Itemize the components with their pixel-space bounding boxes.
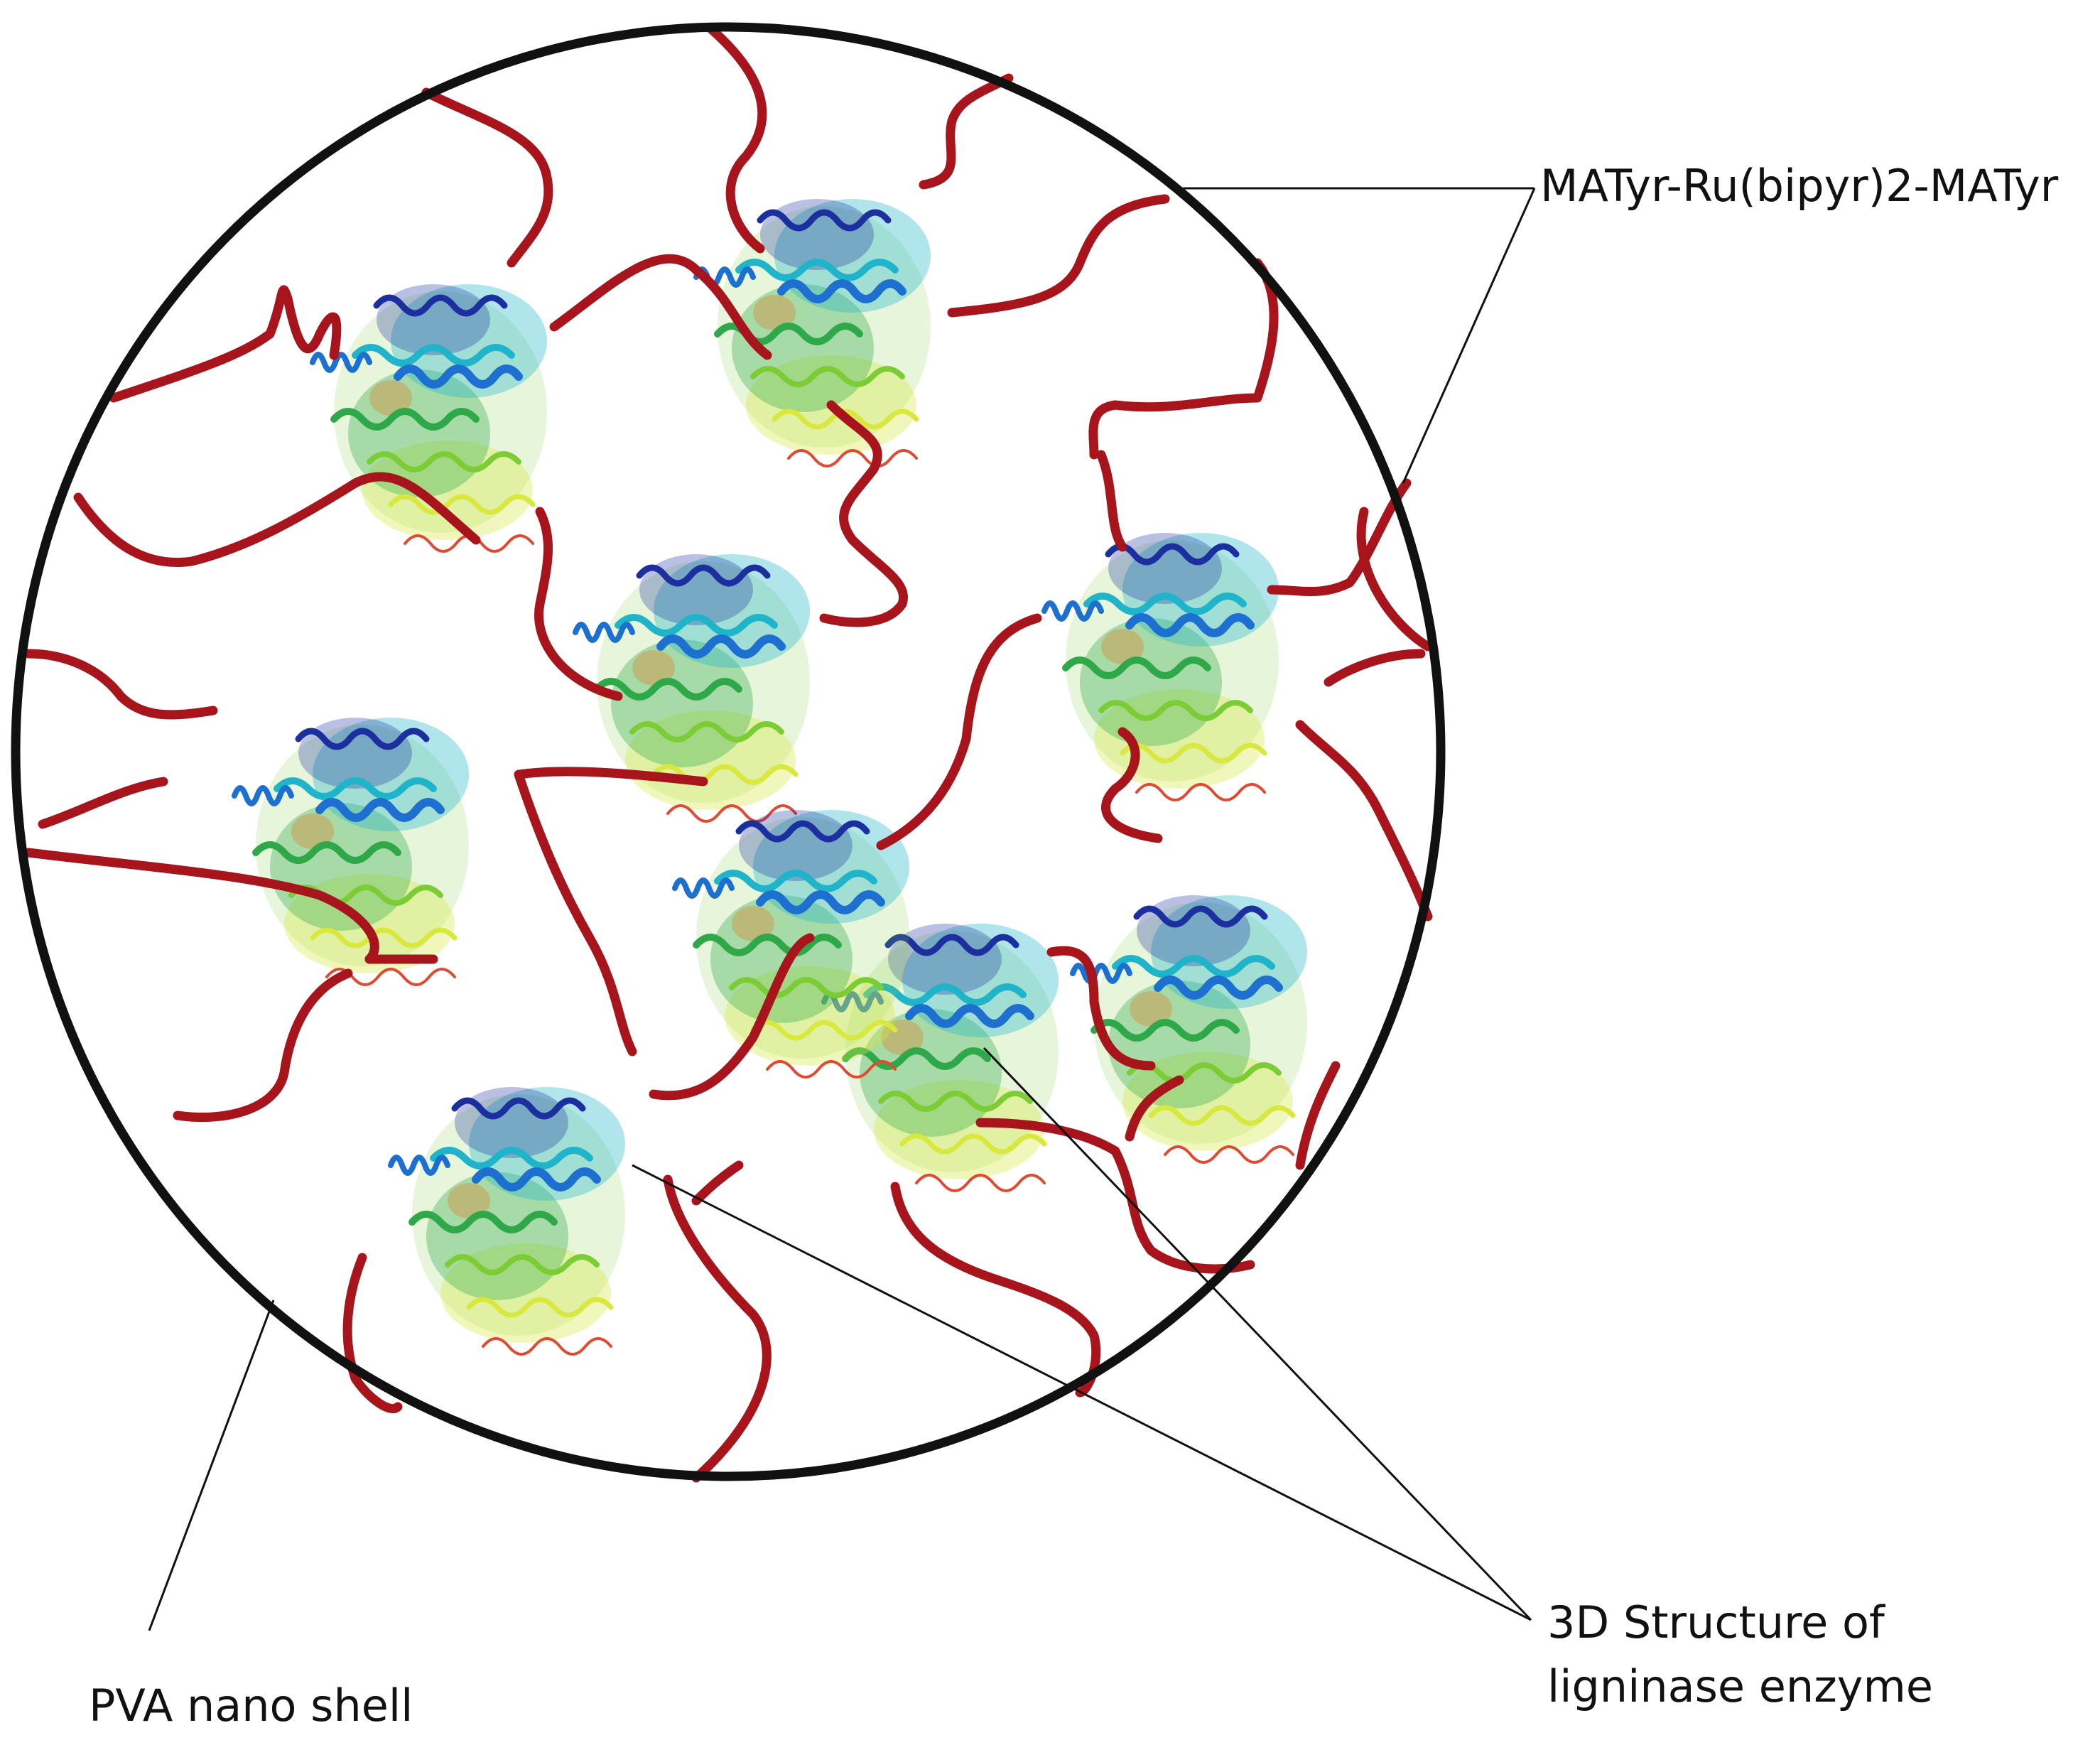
- crosslinker-chain: [549, 254, 772, 360]
- crosslinker-chain: [890, 1182, 1101, 1398]
- crosslinker-chain: [38, 777, 168, 829]
- crosslinker-chain: [1295, 1061, 1341, 1170]
- crosslinker-chain: [663, 1174, 772, 1483]
- crosslinker-chain: [421, 87, 553, 268]
- crosslinker-chain: [876, 613, 1042, 850]
- crosslinker-chain: [1324, 649, 1426, 687]
- ligninase-enzyme: [821, 924, 1059, 1192]
- crosslinker-chain: [73, 472, 481, 567]
- ligninase-enzyme: [388, 1087, 625, 1356]
- crosslinker-chain: [109, 285, 342, 403]
- ligninase-enzyme: [310, 284, 547, 553]
- crosslinker-chain: [1101, 727, 1163, 843]
- ligninase-enzyme: [232, 718, 469, 986]
- ligninase-enzyme: [1041, 533, 1279, 801]
- crosslinker-chain: [947, 194, 1170, 318]
- crosslinker-chain: [1295, 720, 1433, 922]
- linker-label: MATyr-Ru(bipyr)2-MATyr: [1540, 160, 2059, 212]
- crosslinker-chain: [1267, 478, 1412, 596]
- crosslinker-chain: [1046, 946, 1156, 1071]
- crosslinker-chain: [819, 400, 908, 627]
- crosslinker-chain: [1125, 1075, 1184, 1142]
- ligninase-enzyme: [693, 199, 931, 468]
- crosslinker-chain: [23, 649, 218, 720]
- enzyme-leader-line: [632, 1164, 1532, 1621]
- enzyme-label-line2: ligninase enzyme: [1547, 1660, 1933, 1712]
- ligninase-enzyme: [573, 554, 810, 823]
- enzyme-leader-line: [983, 1047, 1532, 1621]
- crosslinker-chain: [691, 1160, 744, 1206]
- leader-lines: [148, 187, 1536, 1631]
- ligninase-enzyme: [672, 810, 909, 1079]
- shell-leader-line: [148, 1299, 275, 1631]
- crosslinker-chain: [919, 73, 1014, 190]
- crosslinker-chain: [514, 767, 708, 1057]
- crosslinker-chain: [534, 507, 623, 701]
- linker-leader-line: [1402, 188, 1536, 484]
- crosslinker-chain: [705, 23, 767, 254]
- crosslinker-chain: [173, 968, 353, 1122]
- crosslinker-chain: [1096, 450, 1127, 552]
- crosslinker-chain: [975, 1118, 1255, 1274]
- ligninase-enzyme: [1070, 895, 1307, 1164]
- shell-label: PVA nano shell: [89, 1680, 413, 1731]
- crosslinker-chain: [1088, 258, 1279, 460]
- enzyme-label-line1: 3D Structure of: [1547, 1596, 1886, 1648]
- crosslinker-chain: [23, 848, 379, 964]
- pva-nano-shell: [11, 22, 1446, 1481]
- crosslinker-chain: [649, 933, 815, 1101]
- crosslinker-chain: [1356, 507, 1433, 652]
- enzyme-group: [232, 199, 1307, 1356]
